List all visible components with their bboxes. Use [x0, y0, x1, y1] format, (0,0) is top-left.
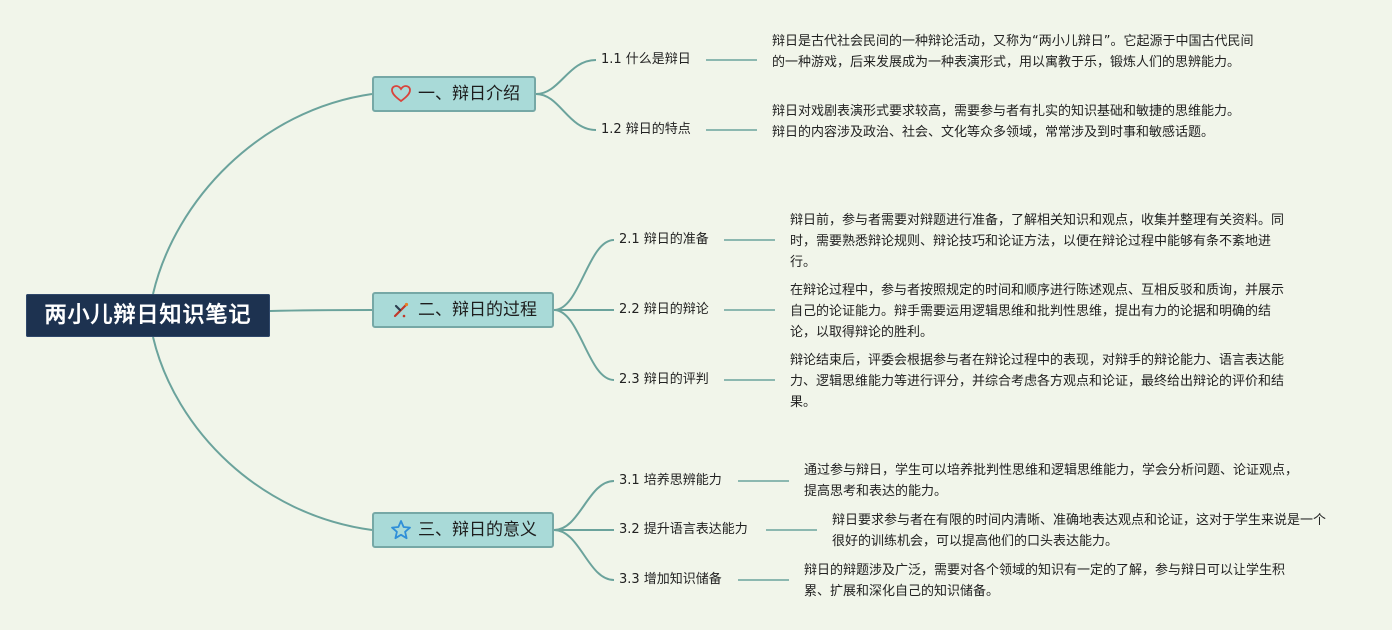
connector-2-1 [553, 239, 615, 311]
note-3-2: 辩日要求参与者在有限的时间内清晰、准确地表达观点和论证，这对于学生来说是一个很好… [832, 513, 1327, 549]
root-topic[interactable]: 两小儿辩日知识笔记 [26, 294, 270, 337]
branch-significance[interactable]: 三、辩日的意义 [372, 512, 554, 548]
connector-3-1 [553, 480, 615, 531]
connector-root-branch-3 [152, 336, 373, 531]
connector-1-1 [535, 59, 597, 95]
note-3-1: 通过参与辩日，学生可以培养批判性思维和逻辑思维能力，学会分析问题、论证观点，提高… [804, 463, 1299, 499]
connector-root-branch-2 [269, 309, 373, 312]
note-2-3: 辩论结束后，评委会根据参与者在辩论过程中的表现，对辩手的辩论能力、语言表达能力、… [790, 353, 1285, 410]
branch-intro[interactable]: 一、辩日介绍 [372, 76, 536, 112]
branch-process[interactable]: 二、辩日的过程 [372, 292, 554, 328]
subtopic-2-3[interactable]: 2.3 辩日的评判 [619, 372, 709, 387]
star-icon [390, 519, 412, 541]
subtopic-1-1[interactable]: 1.1 什么是辩日 [601, 52, 691, 67]
connector-1-2 [535, 93, 597, 131]
connector-3-3 [553, 529, 615, 581]
connector-2-3 [553, 309, 615, 381]
note-2-1: 辩日前，参与者需要对辩题进行准备，了解相关知识和观点，收集并整理有关资料。同时，… [790, 213, 1285, 270]
subtopic-3-1[interactable]: 3.1 培养思辨能力 [619, 473, 722, 488]
note-1-1: 辩日是古代社会民间的一种辩论活动，又称为“两小儿辩日”。它起源于中国古代民间的一… [772, 34, 1254, 70]
note-1-2: 辩日对戏剧表演形式要求较高，需要参与者有扎实的知识基础和敏捷的思维能力。辩日的内… [772, 104, 1241, 140]
subtopic-1-2[interactable]: 1.2 辩日的特点 [601, 122, 691, 137]
subtopic-3-2[interactable]: 3.2 提升语言表达能力 [619, 522, 748, 537]
branch-significance-label: 三、辩日的意义 [418, 520, 537, 540]
tools-icon [390, 299, 412, 321]
heart-icon [390, 83, 412, 105]
note-3-3: 辩日的辩题涉及广泛，需要对各个领域的知识有一定的了解，参与辩日可以让学生积累、扩… [804, 563, 1286, 599]
note-2-2: 在辩论过程中，参与者按照规定的时间和顺序进行陈述观点、互相反驳和质询，并展示自己… [790, 283, 1285, 340]
connector-root-branch-1 [152, 93, 373, 295]
subtopic-2-2[interactable]: 2.2 辩日的辩论 [619, 302, 709, 317]
subtopic-2-1[interactable]: 2.1 辩日的准备 [619, 232, 709, 247]
branch-intro-label: 一、辩日介绍 [418, 84, 520, 104]
branch-process-label: 二、辩日的过程 [418, 300, 537, 320]
subtopic-3-3[interactable]: 3.3 增加知识储备 [619, 572, 722, 587]
